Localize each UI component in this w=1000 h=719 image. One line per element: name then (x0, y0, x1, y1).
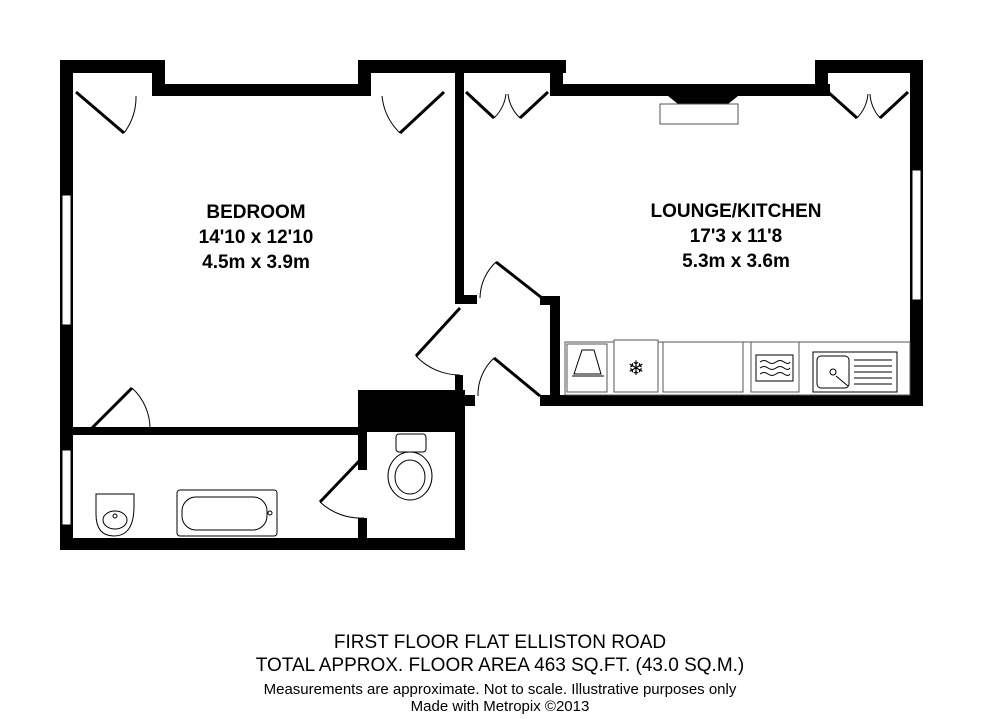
bedroom-dimensions-imperial: 14'10 x 12'10 (199, 227, 314, 248)
wall-lounge-bottom (540, 395, 923, 406)
sink-tap-icon (835, 375, 849, 387)
lounge-dimensions-imperial: 17'3 x 11'8 (690, 226, 783, 247)
wall-partition-stub (455, 295, 477, 304)
basin-tap-icon (112, 513, 118, 519)
washing-machine (750, 341, 800, 393)
wall-top-left (60, 60, 165, 73)
window-bathroom (61, 449, 72, 526)
wall-top-right (815, 60, 923, 73)
wave-icon (759, 360, 791, 376)
door-bedroom-right (381, 90, 446, 135)
bathroom-fixtures (95, 433, 433, 537)
basin-bowl (102, 510, 128, 530)
bath-inner (181, 496, 268, 531)
drainer-icon (854, 359, 892, 385)
wall-hall-east (550, 296, 560, 406)
wall-south (60, 538, 465, 550)
wc-seat (394, 459, 426, 495)
bedroom-dimensions-metric: 4.5m x 3.9m (202, 252, 310, 273)
wall-cupboard-block (358, 390, 464, 432)
door-front (477, 356, 541, 398)
footer-credit: Made with Metropix ©2013 (410, 698, 590, 715)
wall-bathroom-top-right (148, 427, 363, 435)
door-bedroom-left (75, 90, 137, 135)
wc-cistern (395, 433, 427, 453)
window-bedroom (61, 194, 72, 326)
cooker (566, 343, 608, 393)
fireplace (659, 96, 739, 125)
bath (176, 489, 278, 537)
snowflake-icon: ❄ (628, 356, 645, 380)
door-lounge-double-right (826, 90, 910, 120)
door-bathroom (88, 386, 151, 432)
wall-bathroom-top-left (73, 427, 148, 435)
wall-wc-west-bottom (358, 518, 367, 550)
windows (61, 169, 922, 526)
cooker-hood-icon (572, 349, 604, 377)
wall-bedroom-top (152, 84, 360, 96)
washing-machine-front (755, 354, 794, 382)
wall-partition (455, 60, 464, 302)
basin (95, 493, 135, 537)
wall-wc-east (455, 390, 465, 550)
door-lounge-double-left (464, 90, 550, 120)
lounge-dimensions-metric: 5.3m x 3.6m (682, 251, 790, 272)
footer-disclaimer: Measurements are approximate. Not to sca… (263, 681, 737, 698)
sink-bowl (816, 355, 850, 389)
walls (60, 60, 923, 550)
window-lounge (911, 169, 922, 301)
bath-tap-icon (267, 510, 273, 516)
door-lounge-hall (479, 260, 543, 300)
doors (75, 90, 910, 519)
footer-title: FIRST FLOOR FLAT ELLISTON ROAD (333, 632, 667, 653)
bedroom-name: BEDROOM (206, 202, 305, 223)
cupboard-unit (662, 341, 744, 393)
lounge-name: LOUNGE/KITCHEN (651, 201, 822, 222)
kitchen-units: ❄ (564, 339, 911, 396)
wall-wc-west-top (358, 427, 367, 470)
door-wc (318, 456, 365, 519)
wall-lounge-top (550, 84, 830, 96)
footer-floor-area: TOTAL APPROX. FLOOR AREA 463 SQ.FT. (43.… (255, 655, 745, 676)
door-bedroom-hall (414, 306, 462, 376)
sink-drain-icon (829, 368, 837, 376)
freezer (613, 339, 659, 393)
